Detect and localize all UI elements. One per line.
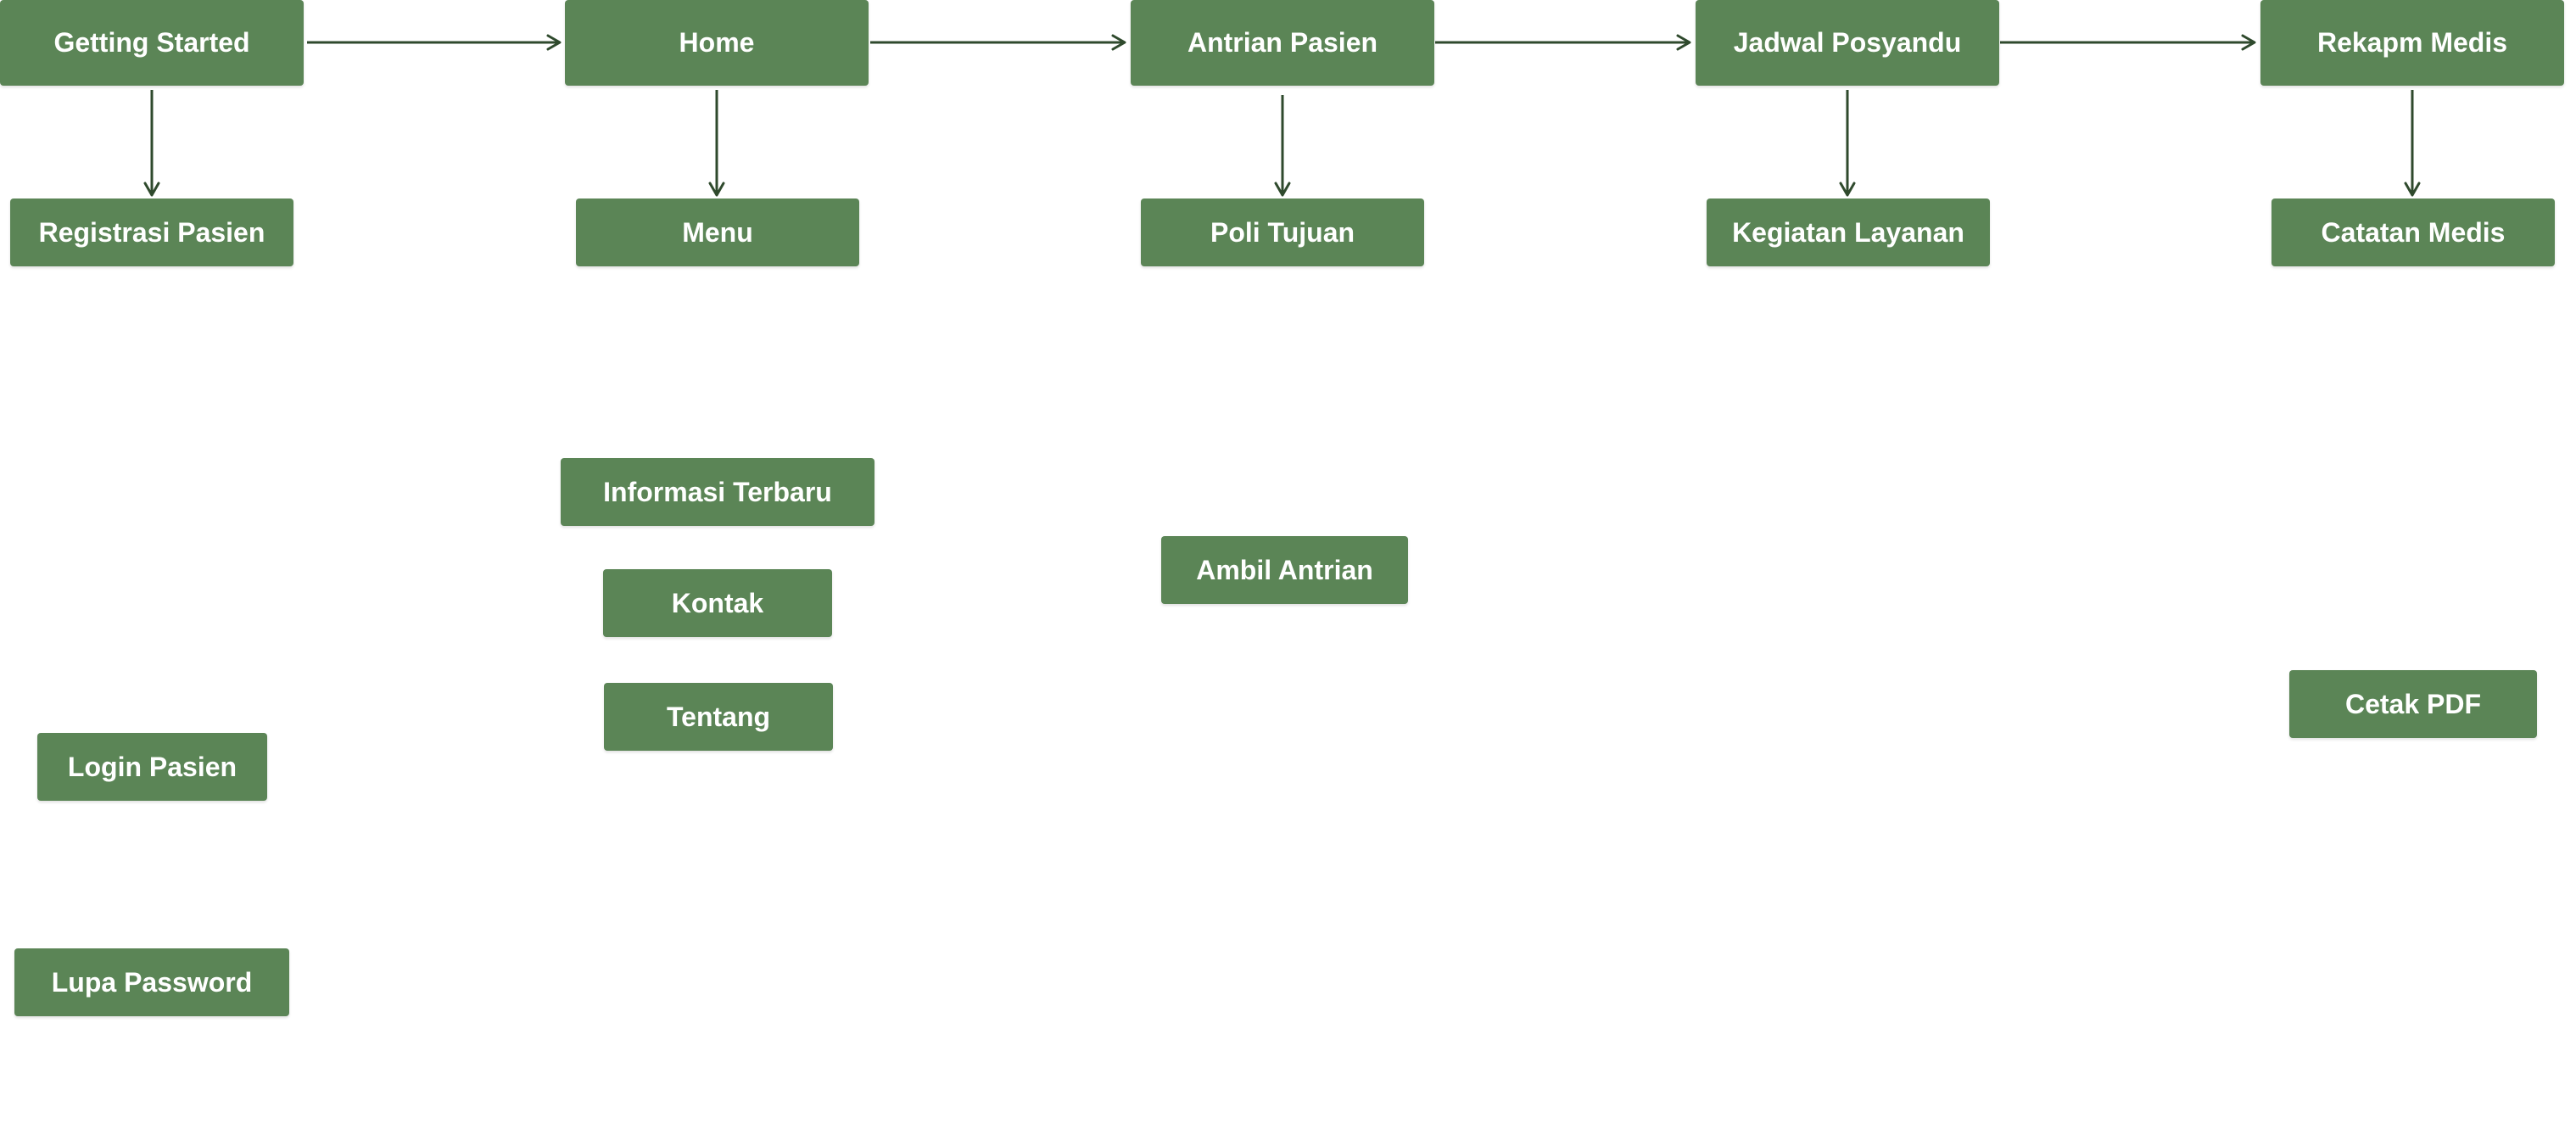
node-antrian-pasien[interactable]: Antrian Pasien: [1131, 0, 1434, 86]
node-kegiatan-layanan[interactable]: Kegiatan Layanan: [1707, 198, 1990, 266]
node-tentang[interactable]: Tentang: [604, 683, 833, 751]
node-poli-tujuan[interactable]: Poli Tujuan: [1141, 198, 1424, 266]
node-home[interactable]: Home: [565, 0, 869, 86]
node-registrasi-pasien[interactable]: Registrasi Pasien: [10, 198, 293, 266]
node-cetak-pdf[interactable]: Cetak PDF: [2289, 670, 2537, 738]
node-login-pasien[interactable]: Login Pasien: [37, 733, 267, 801]
node-jadwal-posyandu[interactable]: Jadwal Posyandu: [1696, 0, 1999, 86]
node-rekapm-medis[interactable]: Rekapm Medis: [2260, 0, 2564, 86]
node-menu[interactable]: Menu: [576, 198, 859, 266]
node-getting-started[interactable]: Getting Started: [0, 0, 304, 86]
node-kontak[interactable]: Kontak: [603, 569, 832, 637]
node-ambil-antrian[interactable]: Ambil Antrian: [1161, 536, 1408, 604]
node-informasi-terbaru[interactable]: Informasi Terbaru: [561, 458, 874, 526]
node-catatan-medis[interactable]: Catatan Medis: [2271, 198, 2555, 266]
node-lupa-password[interactable]: Lupa Password: [14, 948, 289, 1016]
